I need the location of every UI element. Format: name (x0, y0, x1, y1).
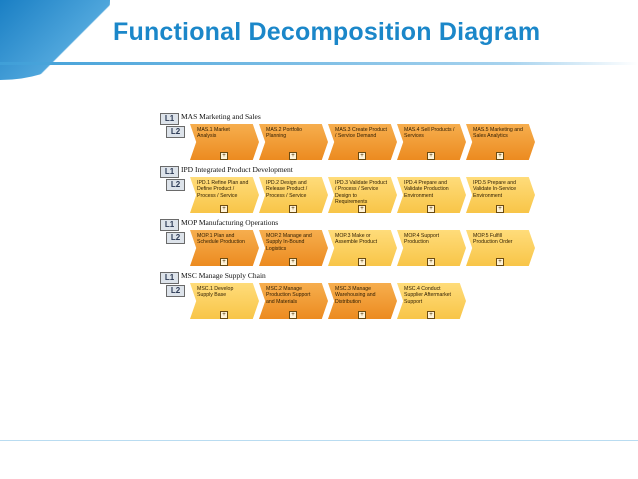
expand-icon[interactable]: + (220, 311, 228, 319)
process-label: MAS.4 Sell Products / Services (404, 127, 455, 140)
expand-icon[interactable]: + (427, 205, 435, 213)
process-chevron[interactable]: MSC.1 Develop Supply Base + (190, 283, 259, 319)
process-chevron[interactable]: MAS.5 Marketing and Sales Analytics + (466, 124, 535, 160)
process-chevron[interactable]: IPD.2 Design and Release Product / Proce… (259, 177, 328, 213)
expand-icon[interactable]: + (289, 311, 297, 319)
footer-divider (0, 440, 638, 441)
expand-icon[interactable]: + (289, 152, 297, 160)
process-chevron[interactable]: MOP.5 Fulfill Production Order + (466, 230, 535, 266)
level-2-tag: L2 (166, 126, 185, 138)
process-label: IPD.3 Validate Product / Process / Servi… (335, 180, 388, 206)
process-label: MAS.2 Portfolio Planning (266, 127, 303, 140)
process-label: MSC.4 Conduct Supplier Aftermarket Suppo… (404, 286, 451, 305)
process-label: IPD.4 Prepare and Validate Production En… (404, 180, 449, 199)
expand-icon[interactable]: + (427, 311, 435, 319)
expand-icon[interactable]: + (358, 152, 366, 160)
process-chevron[interactable]: IPD.1 Refine Plan and Define Product / P… (190, 177, 259, 213)
process-label: MOP.5 Fulfill Production Order (473, 233, 513, 246)
process-chevron[interactable]: MAS.4 Sell Products / Services + (397, 124, 466, 160)
expand-icon[interactable]: + (496, 152, 504, 160)
expand-icon[interactable]: + (220, 258, 228, 266)
process-chevron[interactable]: IPD.4 Prepare and Validate Production En… (397, 177, 466, 213)
expand-icon[interactable]: + (358, 205, 366, 213)
process-label: MSC.1 Develop Supply Base (197, 286, 234, 299)
process-chevron[interactable]: MOP.4 Support Production + (397, 230, 466, 266)
process-label: MSC.3 Manage Warehousing and Distributio… (335, 286, 376, 305)
process-chevron[interactable]: MSC.4 Conduct Supplier Aftermarket Suppo… (397, 283, 466, 319)
corner-decoration (0, 0, 110, 80)
chevron-row: MOP.1 Plan and Schedule Production + MOP.2… (190, 230, 535, 266)
expand-icon[interactable]: + (427, 152, 435, 160)
chevron-row: MAS.1 Market Analysis+MAS.2 Portfolio Pl… (190, 124, 535, 160)
process-label: MOP.1 Plan and Schedule Production (197, 233, 245, 246)
title-divider (0, 62, 638, 65)
expand-icon[interactable]: + (496, 205, 504, 213)
level-2-tag: L2 (166, 232, 185, 244)
group-title: IPD Integrated Product Development (181, 165, 293, 174)
expand-icon[interactable]: + (220, 152, 228, 160)
process-label: IPD.2 Design and Release Product / Proce… (266, 180, 308, 199)
page-title: Functional Decomposition Diagram (113, 18, 541, 46)
process-chevron[interactable]: IPD.3 Validate Product / Process / Servi… (328, 177, 397, 213)
expand-icon[interactable]: + (358, 311, 366, 319)
process-label: MAS.3 Create Product / Service Demand (335, 127, 387, 140)
group-title: MSC Manage Supply Chain (181, 271, 266, 280)
process-chevron[interactable]: MOP.3 Make or Assemble Product + (328, 230, 397, 266)
level-1-tag: L1 (160, 272, 179, 284)
group-title: MOP Manufacturing Operations (181, 218, 279, 227)
process-label: MAS.1 Market Analysis (197, 127, 230, 140)
level-1-tag: L1 (160, 166, 179, 178)
level-1-tag: L1 (160, 219, 179, 231)
process-chevron[interactable]: MAS.1 Market Analysis + (190, 124, 259, 160)
group-title: MAS Marketing and Sales (181, 112, 261, 121)
process-chevron[interactable]: IPD.5 Prepare and Validate In-Service En… (466, 177, 535, 213)
process-chevron[interactable]: MSC.2 Manage Production Support and Mate… (259, 283, 328, 319)
process-chevron[interactable]: MOP.1 Plan and Schedule Production + (190, 230, 259, 266)
expand-icon[interactable]: + (358, 258, 366, 266)
expand-icon[interactable]: + (427, 258, 435, 266)
process-label: IPD.5 Prepare and Validate In-Service En… (473, 180, 517, 199)
expand-icon[interactable]: + (496, 258, 504, 266)
expand-icon[interactable]: + (220, 205, 228, 213)
process-chevron[interactable]: MAS.2 Portfolio Planning + (259, 124, 328, 160)
process-chevron[interactable]: MOP.2 Manage and Supply In-Bound Logisti… (259, 230, 328, 266)
expand-icon[interactable]: + (289, 258, 297, 266)
process-label: MSC.2 Manage Production Support and Mate… (266, 286, 311, 305)
process-chevron[interactable]: MSC.3 Manage Warehousing and Distributio… (328, 283, 397, 319)
process-label: MAS.5 Marketing and Sales Analytics (473, 127, 523, 140)
level-2-tag: L2 (166, 179, 185, 191)
chevron-row: IPD.1 Refine Plan and Define Product / P… (190, 177, 535, 213)
process-chevron[interactable]: MAS.3 Create Product / Service Demand + (328, 124, 397, 160)
process-label: MOP.4 Support Production (404, 233, 440, 246)
process-label: MOP.2 Manage and Supply In-Bound Logisti… (266, 233, 312, 252)
process-label: IPD.1 Refine Plan and Define Product / P… (197, 180, 249, 199)
process-label: MOP.3 Make or Assemble Product (335, 233, 378, 246)
expand-icon[interactable]: + (289, 205, 297, 213)
chevron-row: MSC.1 Develop Supply Base + MSC.2 Manage P… (190, 283, 535, 319)
level-2-tag: L2 (166, 285, 185, 297)
level-1-tag: L1 (160, 113, 179, 125)
